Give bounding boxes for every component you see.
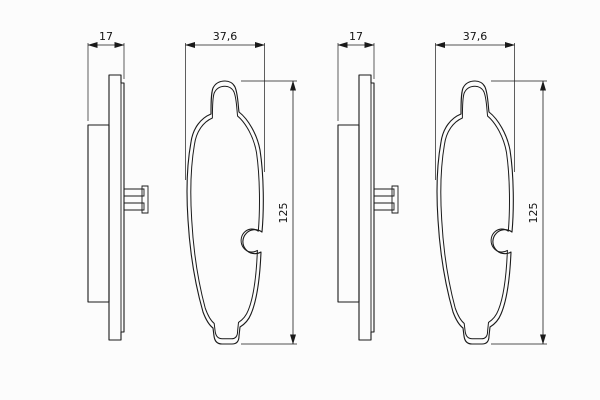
part-set-geometry <box>338 43 547 344</box>
dim-label-profile-width: 17 <box>99 30 113 43</box>
part-set-geometry <box>88 43 297 344</box>
dim-label-pad-height: 125 <box>527 203 540 224</box>
dim-label-pad-width: 37,6 <box>463 30 488 43</box>
view-set-left: 17 37,6 125 <box>88 30 297 344</box>
dim-label-pad-width: 37,6 <box>213 30 238 43</box>
dim-label-pad-height: 125 <box>277 203 290 224</box>
view-set-right: 17 37,6 125 <box>338 30 547 344</box>
dim-label-profile-width: 17 <box>349 30 363 43</box>
